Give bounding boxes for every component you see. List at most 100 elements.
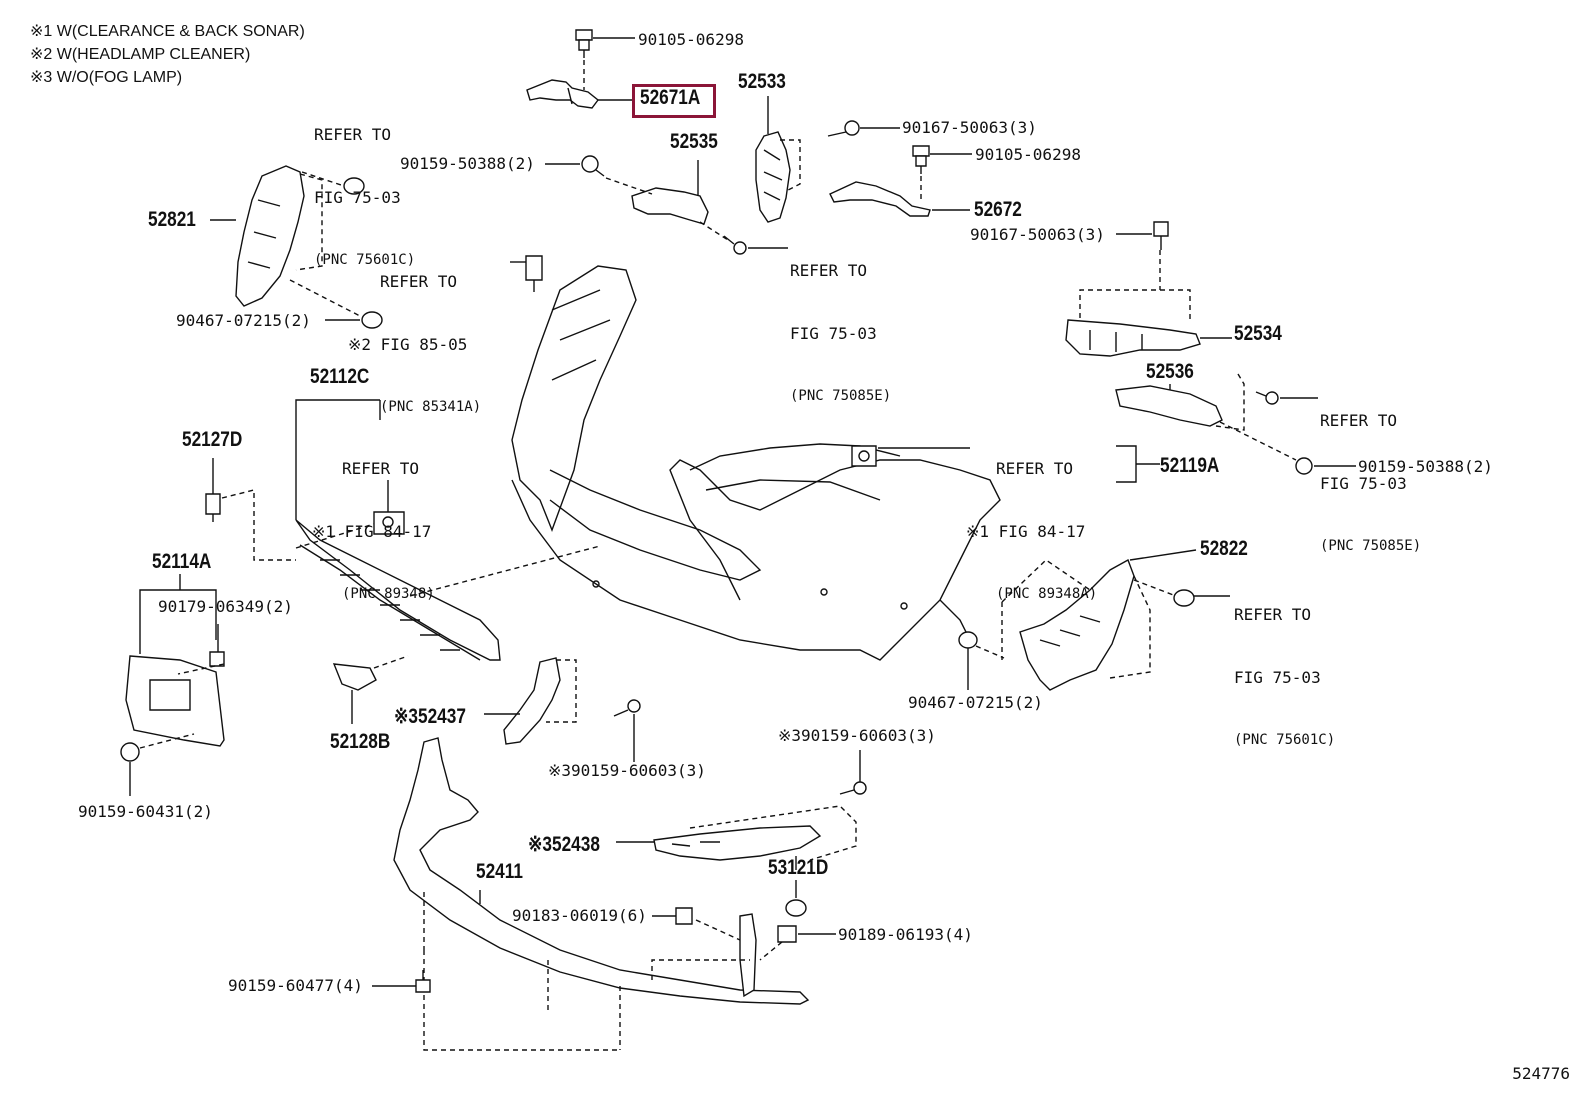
screw-90159-60477[interactable] bbox=[416, 970, 430, 992]
bolt-90167-50063-top[interactable] bbox=[828, 121, 859, 136]
fastener-label-90189[interactable]: 90189-06193(4) bbox=[838, 925, 973, 944]
clip-52821-top[interactable] bbox=[344, 178, 364, 194]
note-3: ※3 W/O(FOG LAMP) bbox=[30, 69, 183, 86]
bolt-52535-lower[interactable] bbox=[724, 236, 746, 254]
part-label-52127d[interactable]: 52127D bbox=[182, 428, 243, 451]
note-2: ※2 W(HEADLAMP CLEANER) bbox=[30, 46, 251, 63]
ref-line: REFER TO bbox=[790, 261, 868, 280]
ref-block-85341a[interactable]: REFER TO ※2 FIG 85-05 (PNC 85341A) bbox=[348, 229, 481, 439]
fastener-label-90467-left[interactable]: 90467-07215(2) bbox=[176, 311, 311, 330]
bracket-52536[interactable] bbox=[1116, 386, 1222, 426]
part-label-52672[interactable]: 52672 bbox=[974, 198, 1022, 221]
ref-line: ※1 FIG 84-17 bbox=[312, 522, 432, 541]
part-label-53121d[interactable]: 53121D bbox=[768, 856, 829, 879]
nut-90179-06349[interactable] bbox=[210, 652, 224, 666]
fastener-label-90167-top[interactable]: 90167-50063(3) bbox=[902, 118, 1037, 137]
ref-line: REFER TO bbox=[1234, 605, 1312, 624]
clip-52128b[interactable] bbox=[334, 664, 376, 690]
ref-block-89348[interactable]: REFER TO ※1 FIG 84-17 (PNC 89348) bbox=[312, 416, 435, 626]
bracket-52822[interactable] bbox=[1020, 560, 1134, 690]
bolt-90159-50388-top[interactable] bbox=[582, 156, 604, 176]
clip-90467-07215-right[interactable] bbox=[959, 632, 977, 648]
ref-pnc: (PNC 75085E) bbox=[790, 388, 892, 404]
bracket-52821[interactable] bbox=[236, 166, 304, 306]
fastener-label-90159-60477[interactable]: 90159-60477(4) bbox=[228, 976, 363, 995]
ref-line: REFER TO bbox=[1320, 411, 1398, 430]
part-label-52438[interactable]: ※352438 bbox=[528, 833, 600, 856]
ref-pnc: (PNC 75601C) bbox=[314, 252, 416, 268]
ref-line: ※1 FIG 84-17 bbox=[966, 522, 1086, 541]
ref-line: REFER TO bbox=[314, 125, 392, 144]
part-label-52821[interactable]: 52821 bbox=[148, 208, 196, 231]
note-1: ※1 W(CLEARANCE & BACK SONAR) bbox=[30, 23, 305, 40]
lower-spoiler-52411[interactable] bbox=[394, 738, 808, 1004]
clip-53121d[interactable] bbox=[786, 900, 806, 916]
ref-line: FIG 75-03 bbox=[790, 324, 877, 343]
fastener-label-90159-top[interactable]: 90159-50388(2) bbox=[400, 154, 535, 173]
bolt-90105-06298-top[interactable] bbox=[576, 30, 592, 58]
bracket-52437[interactable] bbox=[504, 658, 560, 744]
part-label-52533[interactable]: 52533 bbox=[738, 70, 786, 93]
clip-52127d[interactable] bbox=[206, 494, 220, 522]
fastener-label-90159-60603-lower[interactable]: ※390159-60603(3) bbox=[548, 761, 706, 780]
ref-block-75601c-left[interactable]: REFER TO FIG 75-03 (PNC 75601C) bbox=[314, 82, 415, 292]
license-bracket-52114a[interactable] bbox=[126, 656, 224, 746]
part-label-52411[interactable]: 52411 bbox=[476, 860, 523, 883]
part-label-52114a[interactable]: 52114A bbox=[152, 550, 212, 573]
bracket-52672[interactable] bbox=[830, 182, 930, 216]
fastener-label-90159-right[interactable]: 90159-50388(2) bbox=[1358, 457, 1493, 476]
clip-90189-06193[interactable] bbox=[778, 926, 796, 942]
ref-pnc: (PNC 85341A) bbox=[380, 399, 482, 415]
bolt-90105-06298-right[interactable] bbox=[913, 146, 929, 174]
fastener-label-90105-right[interactable]: 90105-06298 bbox=[975, 145, 1081, 164]
bolt-90159-60431[interactable] bbox=[121, 743, 139, 761]
fastener-label-90167-right[interactable]: 90167-50063(3) bbox=[970, 225, 1105, 244]
ref-block-75085e-right[interactable]: REFER TO FIG 75-03 (PNC 75085E) bbox=[1320, 368, 1421, 578]
bracket-52671a[interactable] bbox=[527, 80, 598, 108]
fastener-label-90105-top[interactable]: 90105-06298 bbox=[638, 30, 744, 49]
bolt-52536-upper[interactable] bbox=[1256, 392, 1278, 404]
part-label-52822[interactable]: 52822 bbox=[1200, 537, 1248, 560]
part-label-52128b[interactable]: 52128B bbox=[330, 730, 391, 753]
part-label-52437[interactable]: ※352437 bbox=[394, 705, 466, 728]
fastener-label-90179[interactable]: 90179-06349(2) bbox=[158, 597, 293, 616]
clip-90183-06019[interactable] bbox=[676, 908, 692, 924]
part-label-52112c[interactable]: 52112C bbox=[310, 365, 370, 388]
ref-pnc: (PNC 89348A) bbox=[996, 586, 1098, 602]
bolt-90159-50388-right[interactable] bbox=[1296, 458, 1312, 474]
part-label-52671a[interactable]: 52671A bbox=[640, 86, 701, 109]
bracket-52535[interactable] bbox=[632, 188, 708, 224]
fastener-label-90159-60603-upper[interactable]: ※390159-60603(3) bbox=[778, 726, 936, 745]
bracket-52533[interactable] bbox=[756, 132, 790, 222]
front-bumper-cover[interactable] bbox=[512, 266, 1000, 660]
part-label-52534[interactable]: 52534 bbox=[1234, 322, 1282, 345]
clip-90467-07215-left[interactable] bbox=[362, 312, 382, 328]
figure-number: 524776 bbox=[1512, 1064, 1570, 1083]
ref-line: REFER TO bbox=[380, 272, 458, 291]
sensor-89348[interactable] bbox=[374, 512, 404, 534]
lower-grille-52112c[interactable] bbox=[296, 520, 500, 660]
ref-pnc: (PNC 75085E) bbox=[1320, 538, 1422, 554]
ref-block-89348a[interactable]: REFER TO ※1 FIG 84-17 (PNC 89348A) bbox=[966, 416, 1097, 626]
notes-block: ※1 W(CLEARANCE & BACK SONAR) ※2 W(HEADLA… bbox=[30, 20, 305, 89]
part-label-52119a[interactable]: 52119A bbox=[1160, 454, 1220, 477]
fastener-label-90159-60431[interactable]: 90159-60431(2) bbox=[78, 802, 213, 821]
ref-line: FIG 75-03 bbox=[314, 188, 401, 207]
sensor-89348a[interactable] bbox=[852, 446, 876, 466]
ref-line: FIG 75-03 bbox=[1234, 668, 1321, 687]
ref-block-75085e-top[interactable]: REFER TO FIG 75-03 (PNC 75085E) bbox=[790, 218, 891, 428]
ref-block-75601c-right[interactable]: REFER TO FIG 75-03 (PNC 75601C) bbox=[1234, 562, 1335, 772]
ref-line: FIG 75-03 bbox=[1320, 474, 1407, 493]
bracket-52438[interactable] bbox=[654, 826, 820, 860]
bolt-52437[interactable] bbox=[614, 700, 640, 716]
clip-52822-top[interactable] bbox=[1174, 590, 1194, 606]
bolt-90167-50063-right[interactable] bbox=[1154, 222, 1168, 250]
bracket-52534[interactable] bbox=[1066, 320, 1200, 356]
part-label-52535[interactable]: 52535 bbox=[670, 130, 718, 153]
fastener-label-90183[interactable]: 90183-06019(6) bbox=[512, 906, 647, 925]
part-label-52536[interactable]: 52536 bbox=[1146, 360, 1194, 383]
bolt-52438[interactable] bbox=[840, 782, 866, 794]
fastener-label-90467-right[interactable]: 90467-07215(2) bbox=[908, 693, 1043, 712]
headlamp-cleaner-connector[interactable] bbox=[526, 256, 542, 292]
